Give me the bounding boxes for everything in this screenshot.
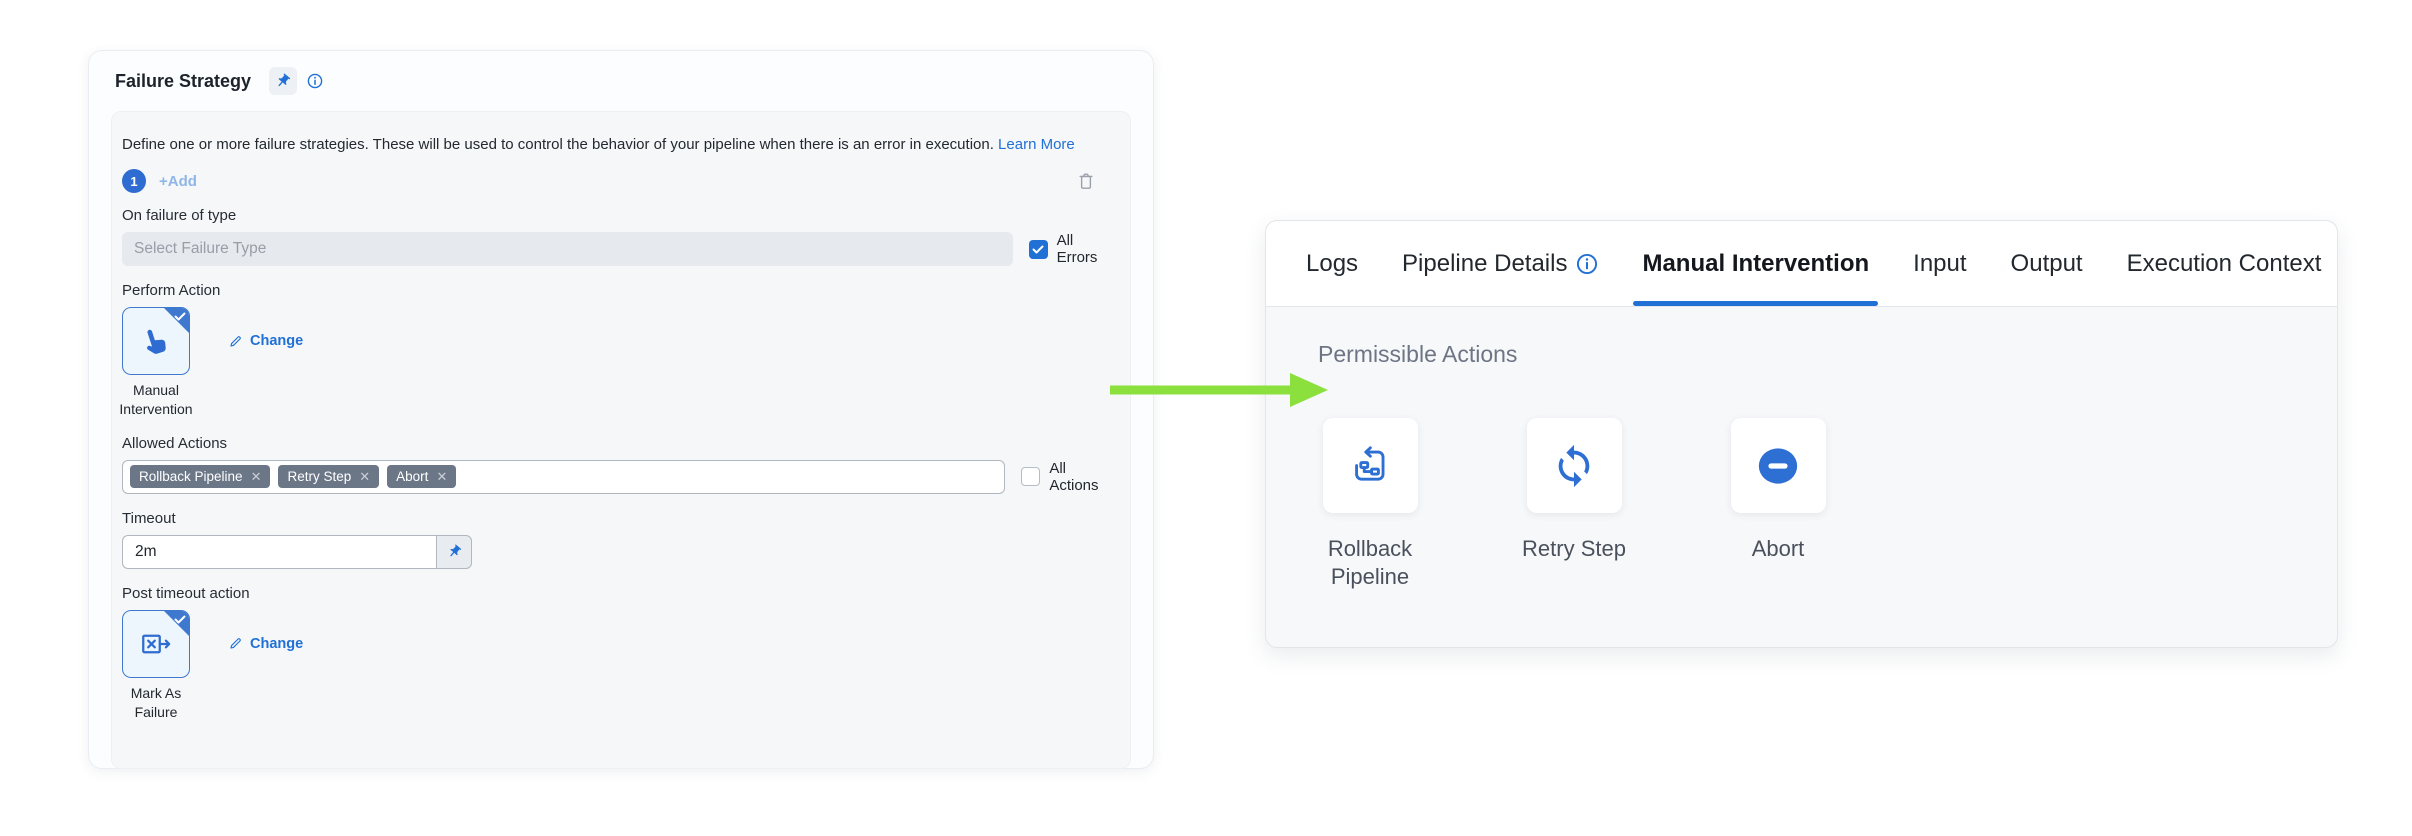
timeout-pin-button[interactable] [436,534,472,569]
selected-corner [163,610,189,637]
all-errors-label: All Errors [1056,232,1098,266]
failure-type-select[interactable] [122,232,1013,266]
tag-retry-step: Retry Step ✕ [278,465,380,489]
hand-tap-icon [147,329,166,354]
selected-corner [163,308,189,334]
perform-action-field: Perform Action Manual Intervention Chang… [119,282,1118,419]
tag-label: Abort [396,469,429,485]
tab-manual-intervention[interactable]: Manual Intervention [1633,221,1878,306]
post-timeout-field: Post timeout action Mark As Failure Chan… [122,585,1118,722]
action-abort: Abort [1704,418,1852,590]
action-retry-step: Retry Step [1500,418,1648,590]
timeout-field: Timeout [122,510,1118,569]
add-strategy-button[interactable]: +Add [159,172,197,190]
allowed-actions-label: Allowed Actions [122,434,228,452]
all-actions-checkbox[interactable]: All Actions [1021,460,1118,494]
tab-label: Execution Context [2126,249,2322,277]
mark-as-failure-card[interactable] [122,609,190,678]
selected-action-caption: Mark As Failure [130,684,182,720]
info-icon [307,73,323,89]
strategy-index-badge[interactable]: 1 [122,169,146,193]
failure-strategy-body: Define one or more failure strategies. T… [111,111,1131,769]
manual-intervention-content: Permissible Actions Rollback Pipeline [1266,307,2337,590]
rollback-pipeline-icon [1355,445,1385,481]
tab-input[interactable]: Input [1913,221,1966,306]
failure-strategy-panel: Failure Strategy Define one or more fail… [88,50,1154,769]
permissible-actions-row: Rollback Pipeline Retry Step [1296,418,2337,590]
abort-button[interactable] [1730,418,1826,513]
remove-tag-icon[interactable]: ✕ [250,469,262,485]
change-label: Change [250,333,304,349]
retry-step-icon [1558,444,1590,487]
all-errors-checkbox[interactable]: All Errors [1028,232,1118,266]
tag-rollback-pipeline: Rollback Pipeline ✕ [130,465,271,489]
abort-icon [1758,447,1798,484]
check-icon [174,615,186,624]
execution-detail-panel: Logs Pipeline Details Manual Interventio… [1265,220,2338,648]
action-label: Retry Step [1522,536,1626,561]
tab-label: Logs [1306,249,1359,277]
panel-title: Failure Strategy [115,70,252,91]
pushpin-icon [449,544,461,557]
delete-strategy-icon[interactable] [1076,171,1096,191]
pencil-icon [230,638,241,649]
action-label: Abort [1751,536,1805,561]
perform-action-label: Perform Action [122,282,221,299]
remove-tag-icon[interactable]: ✕ [359,469,371,485]
change-action-link[interactable]: Change [228,333,303,349]
tab-label: Manual Intervention [1642,249,1870,277]
description-text: Define one or more failure strategies. T… [122,136,994,153]
tab-execution-context[interactable]: Execution Context [2127,221,2322,306]
action-label: Rollback Pipeline [1327,536,1413,589]
strategy-description: Define one or more failure strategies. T… [122,136,1118,153]
tag-abort: Abort ✕ [387,465,457,489]
tag-label: Rollback Pipeline [139,469,243,485]
tab-output[interactable]: Output [2011,221,2083,306]
checkbox-unchecked-icon [1021,467,1041,487]
check-icon [174,312,186,321]
change-post-timeout-link[interactable]: Change [228,636,303,652]
pushpin-icon [278,73,291,87]
pencil-icon [230,335,241,347]
tab-pipeline-details[interactable]: Pipeline Details [1402,221,1598,306]
timeout-label: Timeout [122,509,176,527]
checkbox-checked-icon [1028,239,1048,259]
failure-strategy-header: Failure Strategy [89,51,1153,105]
tab-label: Input [1913,249,1967,277]
tag-label: Retry Step [287,469,352,485]
learn-more-link[interactable]: Learn More [998,136,1075,153]
failure-type-label: On failure of type [122,207,237,224]
pointer-arrow [1110,373,1328,407]
remove-tag-icon[interactable]: ✕ [436,469,448,485]
tab-label: Pipeline Details [1402,249,1568,277]
detail-tabs: Logs Pipeline Details Manual Interventio… [1266,221,2337,307]
tab-logs[interactable]: Logs [1306,221,1358,306]
allowed-actions-field: Allowed Actions Rollback Pipeline ✕ Retr… [122,435,1118,494]
strategy-list-row: 1 +Add [122,169,1118,193]
post-timeout-label: Post timeout action [122,584,250,602]
all-actions-label: All Actions [1049,459,1099,494]
allowed-actions-input[interactable]: Rollback Pipeline ✕ Retry Step ✕ Abort ✕ [122,459,1006,494]
permissible-actions-title: Permissible Actions [1318,341,1518,367]
pin-button[interactable] [269,67,298,95]
timeout-input[interactable] [122,534,436,569]
failure-type-field: On failure of type All Errors [122,207,1118,266]
action-rollback-pipeline: Rollback Pipeline [1296,418,1444,590]
tab-label: Output [2010,249,2083,277]
selected-action-caption: Manual Intervention [119,382,193,417]
change-label: Change [250,635,304,652]
manual-intervention-card[interactable] [122,307,190,375]
info-icon [1576,253,1598,275]
mark-as-failure-icon [142,634,171,654]
rollback-pipeline-button[interactable] [1322,418,1418,513]
retry-step-button[interactable] [1526,418,1622,513]
